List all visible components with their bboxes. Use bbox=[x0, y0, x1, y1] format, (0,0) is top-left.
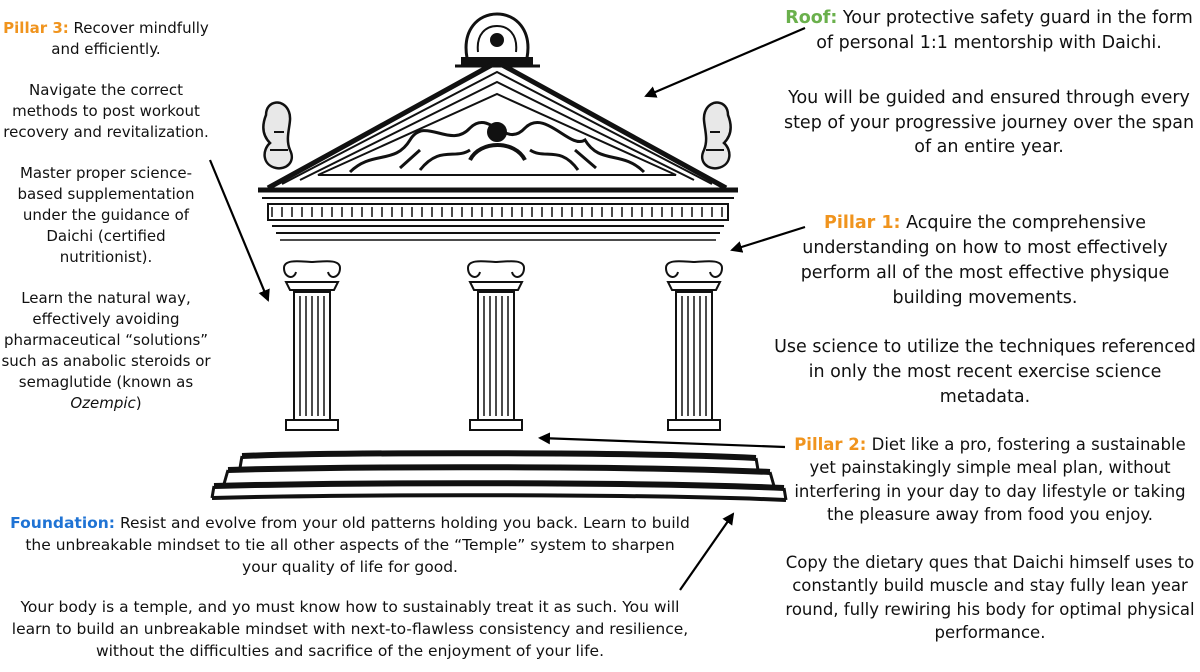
arrow-icon bbox=[730, 225, 806, 253]
foundation-paragraph-1: Your body is a temple, and yo must know … bbox=[11, 598, 689, 660]
pillar3-paragraph-2: Master proper science-based supplementat… bbox=[17, 164, 195, 266]
foundation-label: Foundation: bbox=[10, 514, 116, 532]
roof-paragraph-1: You will be guided and ensured through e… bbox=[783, 87, 1195, 158]
column-right bbox=[665, 260, 724, 431]
pillar1-label: Pillar 1: bbox=[824, 213, 901, 233]
temple-illustration bbox=[210, 12, 788, 502]
arrow-icon bbox=[644, 26, 806, 98]
foundation-steps bbox=[210, 450, 788, 502]
pillar3-paragraph-3: Learn the natural way, effectively avoid… bbox=[0, 288, 212, 414]
pillar3-paragraph-3-text: Learn the natural way, effectively avoid… bbox=[1, 289, 211, 391]
pillar2-text-block: Pillar 2: Diet like a pro, fostering a s… bbox=[780, 433, 1200, 644]
pillar2-headline-text: Diet like a pro, fostering a sustainable… bbox=[794, 435, 1186, 525]
pillar1-headline-text: Acquire the comprehensive understanding … bbox=[800, 213, 1170, 308]
foundation-text-block: Foundation: Resist and evolve from your … bbox=[8, 512, 692, 662]
foundation-headline-text: Resist and evolve from your old patterns… bbox=[25, 514, 690, 576]
column-middle bbox=[467, 260, 526, 431]
arrow-icon bbox=[208, 159, 270, 302]
foundation-headline: Foundation: Resist and evolve from your … bbox=[8, 512, 692, 578]
arrow-icon bbox=[679, 512, 735, 591]
roof-headline-text: Your protective safety guard in the form… bbox=[816, 8, 1193, 53]
pillar3-paragraph-3-end: ) bbox=[135, 394, 142, 412]
pillar3-paragraph-1: Navigate the correct methods to post wor… bbox=[3, 81, 209, 141]
pillar2-paragraph-1: Copy the dietary ques that Daichi himsel… bbox=[785, 552, 1195, 642]
corner-statue-right bbox=[701, 101, 732, 170]
roof-label: Roof: bbox=[785, 8, 838, 28]
pillar2-label: Pillar 2: bbox=[794, 435, 867, 454]
entablature bbox=[258, 187, 738, 241]
roof-ornament bbox=[455, 12, 540, 68]
roof-headline: Roof: Your protective safety guard in th… bbox=[778, 6, 1200, 56]
pillar3-headline-text: Recover mindfully and efficiently. bbox=[51, 19, 209, 58]
pillar3-label: Pillar 3: bbox=[3, 19, 69, 37]
pillar1-headline: Pillar 1: Acquire the comprehensive unde… bbox=[770, 211, 1200, 310]
arrow-icon bbox=[538, 432, 786, 449]
pillar3-ozempic: Ozempic bbox=[70, 394, 136, 412]
pillar2-headline: Pillar 2: Diet like a pro, fostering a s… bbox=[780, 433, 1200, 527]
pillar3-text-block: Pillar 3: Recover mindfully and efficien… bbox=[0, 18, 212, 414]
column-left bbox=[283, 260, 342, 431]
roof-pediment bbox=[266, 59, 728, 191]
pillar1-text-block: Pillar 1: Acquire the comprehensive unde… bbox=[770, 211, 1200, 410]
pillar1-paragraph-1: Use science to utilize the techniques re… bbox=[774, 337, 1196, 408]
corner-statue-left bbox=[262, 101, 293, 170]
pillar3-headline: Pillar 3: Recover mindfully and efficien… bbox=[0, 18, 212, 60]
roof-text-block: Roof: Your protective safety guard in th… bbox=[778, 6, 1200, 160]
